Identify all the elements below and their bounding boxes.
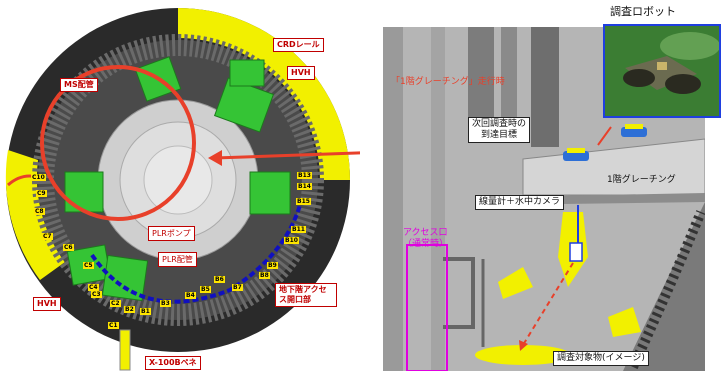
grating-tag: B14 (297, 183, 312, 190)
descent-arrowhead (519, 340, 528, 351)
equipment-block (101, 254, 149, 302)
robot-camera (657, 62, 667, 70)
descent-arrow (522, 262, 574, 346)
pipe-column (383, 27, 403, 371)
robot-crawler-right (665, 74, 701, 94)
grating-tag: B1 (140, 308, 151, 315)
hvh-top-label: HVH (287, 66, 315, 80)
first-floor-grating-label: 1階グレーチング (607, 175, 676, 185)
grating-tag: B5 (200, 286, 211, 293)
plr-piping-label: PLR配管 (158, 252, 197, 267)
target-object-label: 調査対象物(イメージ) (553, 351, 649, 366)
equipment-block (229, 59, 265, 87)
robot-icon-2 (621, 124, 647, 137)
grating-tag: B8 (259, 272, 270, 279)
yellow-highlight (608, 307, 641, 337)
pedestal-wall-stripes (628, 210, 705, 370)
equipment-block (249, 171, 291, 215)
investigation-area-circle (40, 65, 196, 221)
grating-tag: B10 (284, 237, 299, 244)
pedestal-center (143, 145, 213, 215)
grating-tag: B6 (214, 276, 225, 283)
dosimeter-camera-label: 線量計＋水中カメラ (475, 195, 565, 210)
pipe-column (431, 27, 445, 371)
grating-tag: B9 (267, 262, 278, 269)
grating-tag: B2 (124, 306, 135, 313)
grating-platform (522, 138, 705, 196)
grating-tag: C6 (63, 244, 74, 251)
access-port-label: アクセス口 （通常時） (403, 228, 449, 249)
grating-tag: C8 (34, 208, 45, 215)
small-piping (443, 257, 475, 329)
access-port-outline (406, 244, 448, 371)
basement-access-label: 地下階アクセス開口部 (275, 283, 337, 307)
red-note: 「1階グレーチング」走行時 (391, 77, 505, 87)
x100b-penetration-label: X-100Bペネ (145, 356, 201, 370)
grating-tag: B7 (232, 284, 243, 291)
equipment-blocks (64, 56, 291, 302)
dosimeter-camera-unit (569, 242, 583, 262)
pcv-yellow-highlight-left (5, 150, 65, 280)
grating-tag: B11 (291, 226, 306, 233)
pipe-column (531, 27, 559, 147)
equipment-block (64, 171, 104, 213)
robot-crawler-left (623, 69, 655, 87)
robot-body (625, 56, 697, 90)
grating-tag: C2 (110, 300, 121, 307)
robot-photo-title: 調査ロボット (610, 5, 676, 18)
grating-tag: C7 (42, 233, 53, 240)
grating-tag: C4 (88, 284, 99, 291)
hvh-bottom-label: HVH (33, 297, 61, 311)
pipe-column (501, 27, 517, 117)
pcv-yellow-highlight-top (178, 8, 350, 180)
grating-tag: B13 (297, 172, 312, 179)
grating-tag: C1 (108, 322, 119, 329)
yellow-highlight (498, 267, 533, 299)
robot-move-arrow (597, 126, 612, 146)
robot-icon-1 (563, 148, 589, 161)
photo-glare (660, 32, 719, 60)
pcv-plan-diagram: CRDレール HVH MS配管 PLRポンプ PLR配管 HVH 地下階アクセス… (0, 0, 360, 373)
target-object-yellow (475, 345, 571, 365)
grating-tag: B15 (296, 198, 311, 205)
pcv-section-diagram: 「1階グレーチング」走行時 次回調査時の 到達目標 1階グレーチング 線量計＋水… (383, 27, 705, 371)
grating-tag: C10 (31, 174, 46, 181)
robot-path-arrow (214, 151, 360, 160)
grating-tag: B3 (160, 300, 171, 307)
robot-photo (603, 24, 721, 118)
x100b-penetration (119, 329, 131, 371)
robot-path-arrowhead (208, 150, 222, 166)
crd-rail-label: CRDレール (273, 38, 324, 52)
plr-pump-label: PLRポンプ (148, 226, 195, 241)
ms-piping-label: MS配管 (60, 78, 98, 92)
plr-piping-loop (90, 204, 302, 304)
next-target-label: 次回調査時の 到達目標 (468, 117, 531, 143)
pcv-grating-texture (32, 34, 324, 326)
grating-tag: C5 (83, 262, 94, 269)
grating-tag: C9 (36, 190, 47, 197)
robot-photo-svg (605, 26, 719, 116)
grating-tag: C3 (91, 291, 102, 298)
grating-tag: B4 (185, 292, 196, 299)
